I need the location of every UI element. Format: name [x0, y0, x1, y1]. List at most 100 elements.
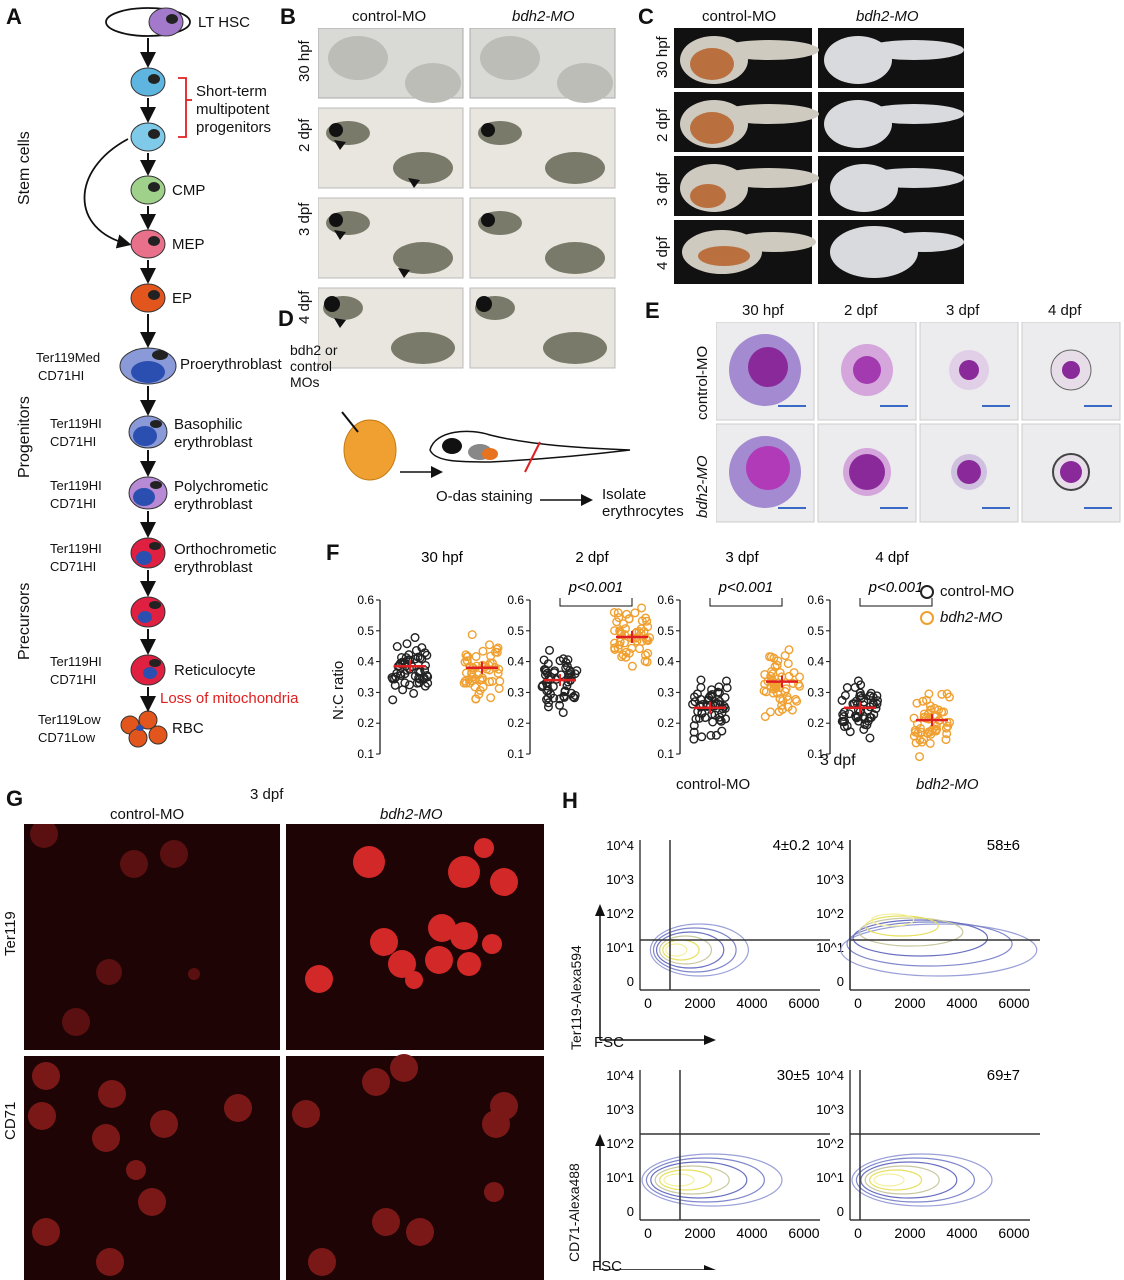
- h-ytick-1-0: 0: [837, 974, 844, 989]
- f-point-2-0-35: [721, 714, 731, 724]
- h-xtick-0-1: 2000: [684, 995, 715, 1011]
- f-point-2-0-54: [708, 717, 718, 727]
- workflow-diagram: [341, 411, 631, 506]
- f-point-0-0-38: [409, 688, 419, 698]
- f-point-1-0-22: [542, 681, 552, 691]
- f-point-0-0-47: [413, 652, 423, 662]
- f-point-0-1-21: [494, 684, 504, 694]
- f-title-0: 30 hpf: [421, 549, 464, 566]
- f-point-0-0-29: [392, 642, 402, 652]
- f-point-3-1-44: [919, 734, 929, 744]
- f-point-1-1-8: [624, 614, 634, 624]
- f-point-1-0-52: [564, 669, 574, 679]
- h-col-control: control-MO: [676, 776, 751, 793]
- h-ytick-1-2: 10^2: [816, 906, 844, 921]
- f-point-0-0-50: [388, 674, 398, 684]
- panel-label-f: F: [326, 540, 340, 565]
- f-point-0-0-52: [414, 673, 424, 683]
- f-point-2-0-8: [711, 730, 721, 740]
- h-xtick-3-3: 6000: [998, 1225, 1029, 1241]
- h-arrowhead-y-0: [595, 904, 605, 916]
- marker-cd71-hi-2: CD71HI: [50, 434, 97, 449]
- h-contour-2-1: [645, 1157, 766, 1203]
- f-point-2-1-38: [783, 702, 793, 712]
- panel-label-h: H: [562, 788, 578, 813]
- f-point-1-0-43: [569, 693, 579, 703]
- h-xtick-0-0: 0: [644, 995, 652, 1011]
- group-progenitors: Progenitors: [16, 396, 33, 478]
- f-point-3-0-50: [869, 710, 879, 720]
- h-ytick-2-1: 10^1: [606, 1170, 634, 1185]
- h-xtick-2-0: 0: [644, 1225, 652, 1241]
- f-point-3-0-53: [852, 713, 862, 723]
- f-ticklabel-0-5: 0.6: [357, 593, 374, 607]
- label-basophilic: Basophilic erythroblast: [174, 416, 253, 451]
- f-point-0-1-12: [484, 640, 494, 650]
- h-contour-3-5: [873, 1173, 905, 1187]
- f-point-1-0-17: [545, 645, 555, 655]
- marker-ter119-hi-2: Ter119HI: [50, 478, 102, 493]
- f-point-0-1-49: [462, 652, 472, 662]
- f-point-1-1-52: [610, 643, 620, 653]
- f-point-3-1-42: [927, 725, 937, 735]
- f-ticklabel-1-0: 0.1: [507, 747, 524, 761]
- f-point-3-1-26: [945, 717, 955, 727]
- f-point-0-1-25: [462, 656, 472, 666]
- d-mos-label: bdh2 or control MOs: [290, 342, 338, 390]
- marker-cd71-hi-5: CD71HI: [50, 672, 97, 687]
- h-contour-1-3: [858, 917, 964, 947]
- h-xtick-2-1: 2000: [684, 1225, 715, 1241]
- f-pvalue-3: p<0.001: [868, 579, 924, 596]
- f-ticklabel-1-5: 0.6: [507, 593, 524, 607]
- marker-ter119-hi-3: Ter119HI: [50, 541, 102, 556]
- f-point-1-1-18: [618, 650, 628, 660]
- legend-bdh2-label: bdh2-MO: [940, 609, 1003, 626]
- h-ytick-3-3: 10^3: [816, 1102, 844, 1117]
- label-cmp: CMP: [172, 182, 206, 199]
- c-row-2: 2 dpf: [654, 108, 671, 142]
- f-point-0-1-45: [461, 668, 471, 678]
- label-orthochrometic: Orthochrometic erythroblast: [174, 541, 277, 576]
- f-pvalue-1: p<0.001: [568, 579, 624, 596]
- f-ticklabel-2-5: 0.6: [657, 593, 674, 607]
- h-xtick-0-3: 6000: [788, 995, 819, 1011]
- f-point-0-0-53: [401, 653, 411, 663]
- f-point-0-0-21: [414, 667, 424, 677]
- f-point-2-0-42: [720, 692, 730, 702]
- cell-lthsc: [148, 7, 184, 37]
- f-point-1-1-41: [610, 626, 620, 636]
- h-contour-0-3: [659, 935, 713, 965]
- cell-stprog2: [130, 122, 166, 152]
- label-rbc: RBC: [172, 720, 204, 737]
- h-contour-0-5: [665, 943, 688, 957]
- panel-label-g: G: [6, 786, 24, 811]
- f-point-2-1-50: [780, 686, 790, 696]
- h-contour-1-5: [871, 913, 915, 927]
- cell-mep: [130, 229, 166, 259]
- f-ticklabel-3-0: 0.1: [807, 747, 824, 761]
- cell-rbc: [120, 710, 168, 748]
- g-row-ter119: Ter119: [2, 911, 19, 956]
- f-point-3-1-23: [910, 725, 920, 735]
- f-point-3-1-54: [941, 735, 951, 745]
- h-contour-1-0: [840, 923, 1038, 977]
- marker-ter119-low: Ter119Low: [38, 712, 101, 727]
- panel-label-b: B: [280, 4, 296, 29]
- f-point-1-0-54: [572, 666, 582, 676]
- f-point-2-0-48: [707, 685, 717, 695]
- f-sig-bracket-3: [859, 598, 933, 607]
- h-xlabel-1: FSC: [594, 1034, 624, 1051]
- f-point-2-0-32: [689, 734, 699, 744]
- cell-stprog1: [130, 67, 166, 97]
- h-ytick-1-4: 10^4: [816, 838, 844, 853]
- h-contour-0-2: [655, 931, 725, 969]
- odas-stain-grid: [674, 28, 964, 284]
- d-isolate-label: Isolate erythrocytes: [602, 486, 684, 520]
- panel-label-d: D: [278, 306, 294, 331]
- f-point-0-1-38: [474, 689, 484, 699]
- f-point-2-1-42: [772, 660, 782, 670]
- f-point-3-1-50: [919, 709, 929, 719]
- f-point-2-1-40: [774, 707, 784, 717]
- f-point-3-1-43: [925, 701, 935, 711]
- label-polychrometic: Polychrometic erythroblast: [174, 478, 269, 513]
